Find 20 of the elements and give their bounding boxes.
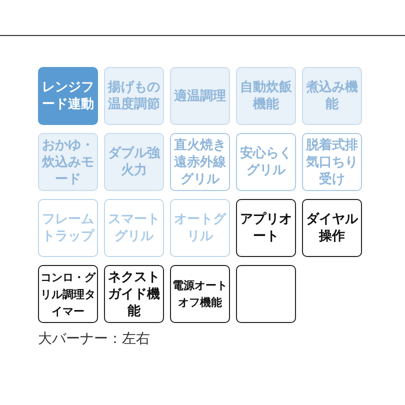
feature-tile: アプリオート — [236, 199, 296, 257]
feature-tile: 電源オートオフ機能 — [170, 265, 230, 323]
feature-tile: 適温調理 — [170, 67, 230, 125]
feature-tile: ダブル強火力 — [104, 133, 164, 191]
feature-tile: ネクストガイド機能 — [104, 265, 164, 323]
feature-tile: 自動炊飯機能 — [236, 67, 296, 125]
feature-tile: スマートグリル — [104, 199, 164, 257]
feature-tile — [236, 265, 296, 323]
feature-tile: 煮込み機能 — [302, 67, 362, 125]
note-text: 大バーナー：左右 — [38, 330, 150, 348]
feature-tile: レンジフード連動 — [38, 67, 98, 125]
feature-tile: フレームトラップ — [38, 199, 98, 257]
feature-tile: 揚げもの温度調節 — [104, 67, 164, 125]
feature-tile: 直火焼き遠赤外線グリル — [170, 133, 230, 191]
feature-tile: 脱着式排気口ちり受け — [302, 133, 362, 191]
feature-tile: 安心らくグリル — [236, 133, 296, 191]
feature-tile: おかゆ・炊込みモード — [38, 133, 98, 191]
feature-tile: ダイヤル操作 — [302, 199, 362, 257]
feature-tile: コンロ・グリル調理タイマー — [38, 265, 98, 323]
feature-tile: オートグリル — [170, 199, 230, 257]
